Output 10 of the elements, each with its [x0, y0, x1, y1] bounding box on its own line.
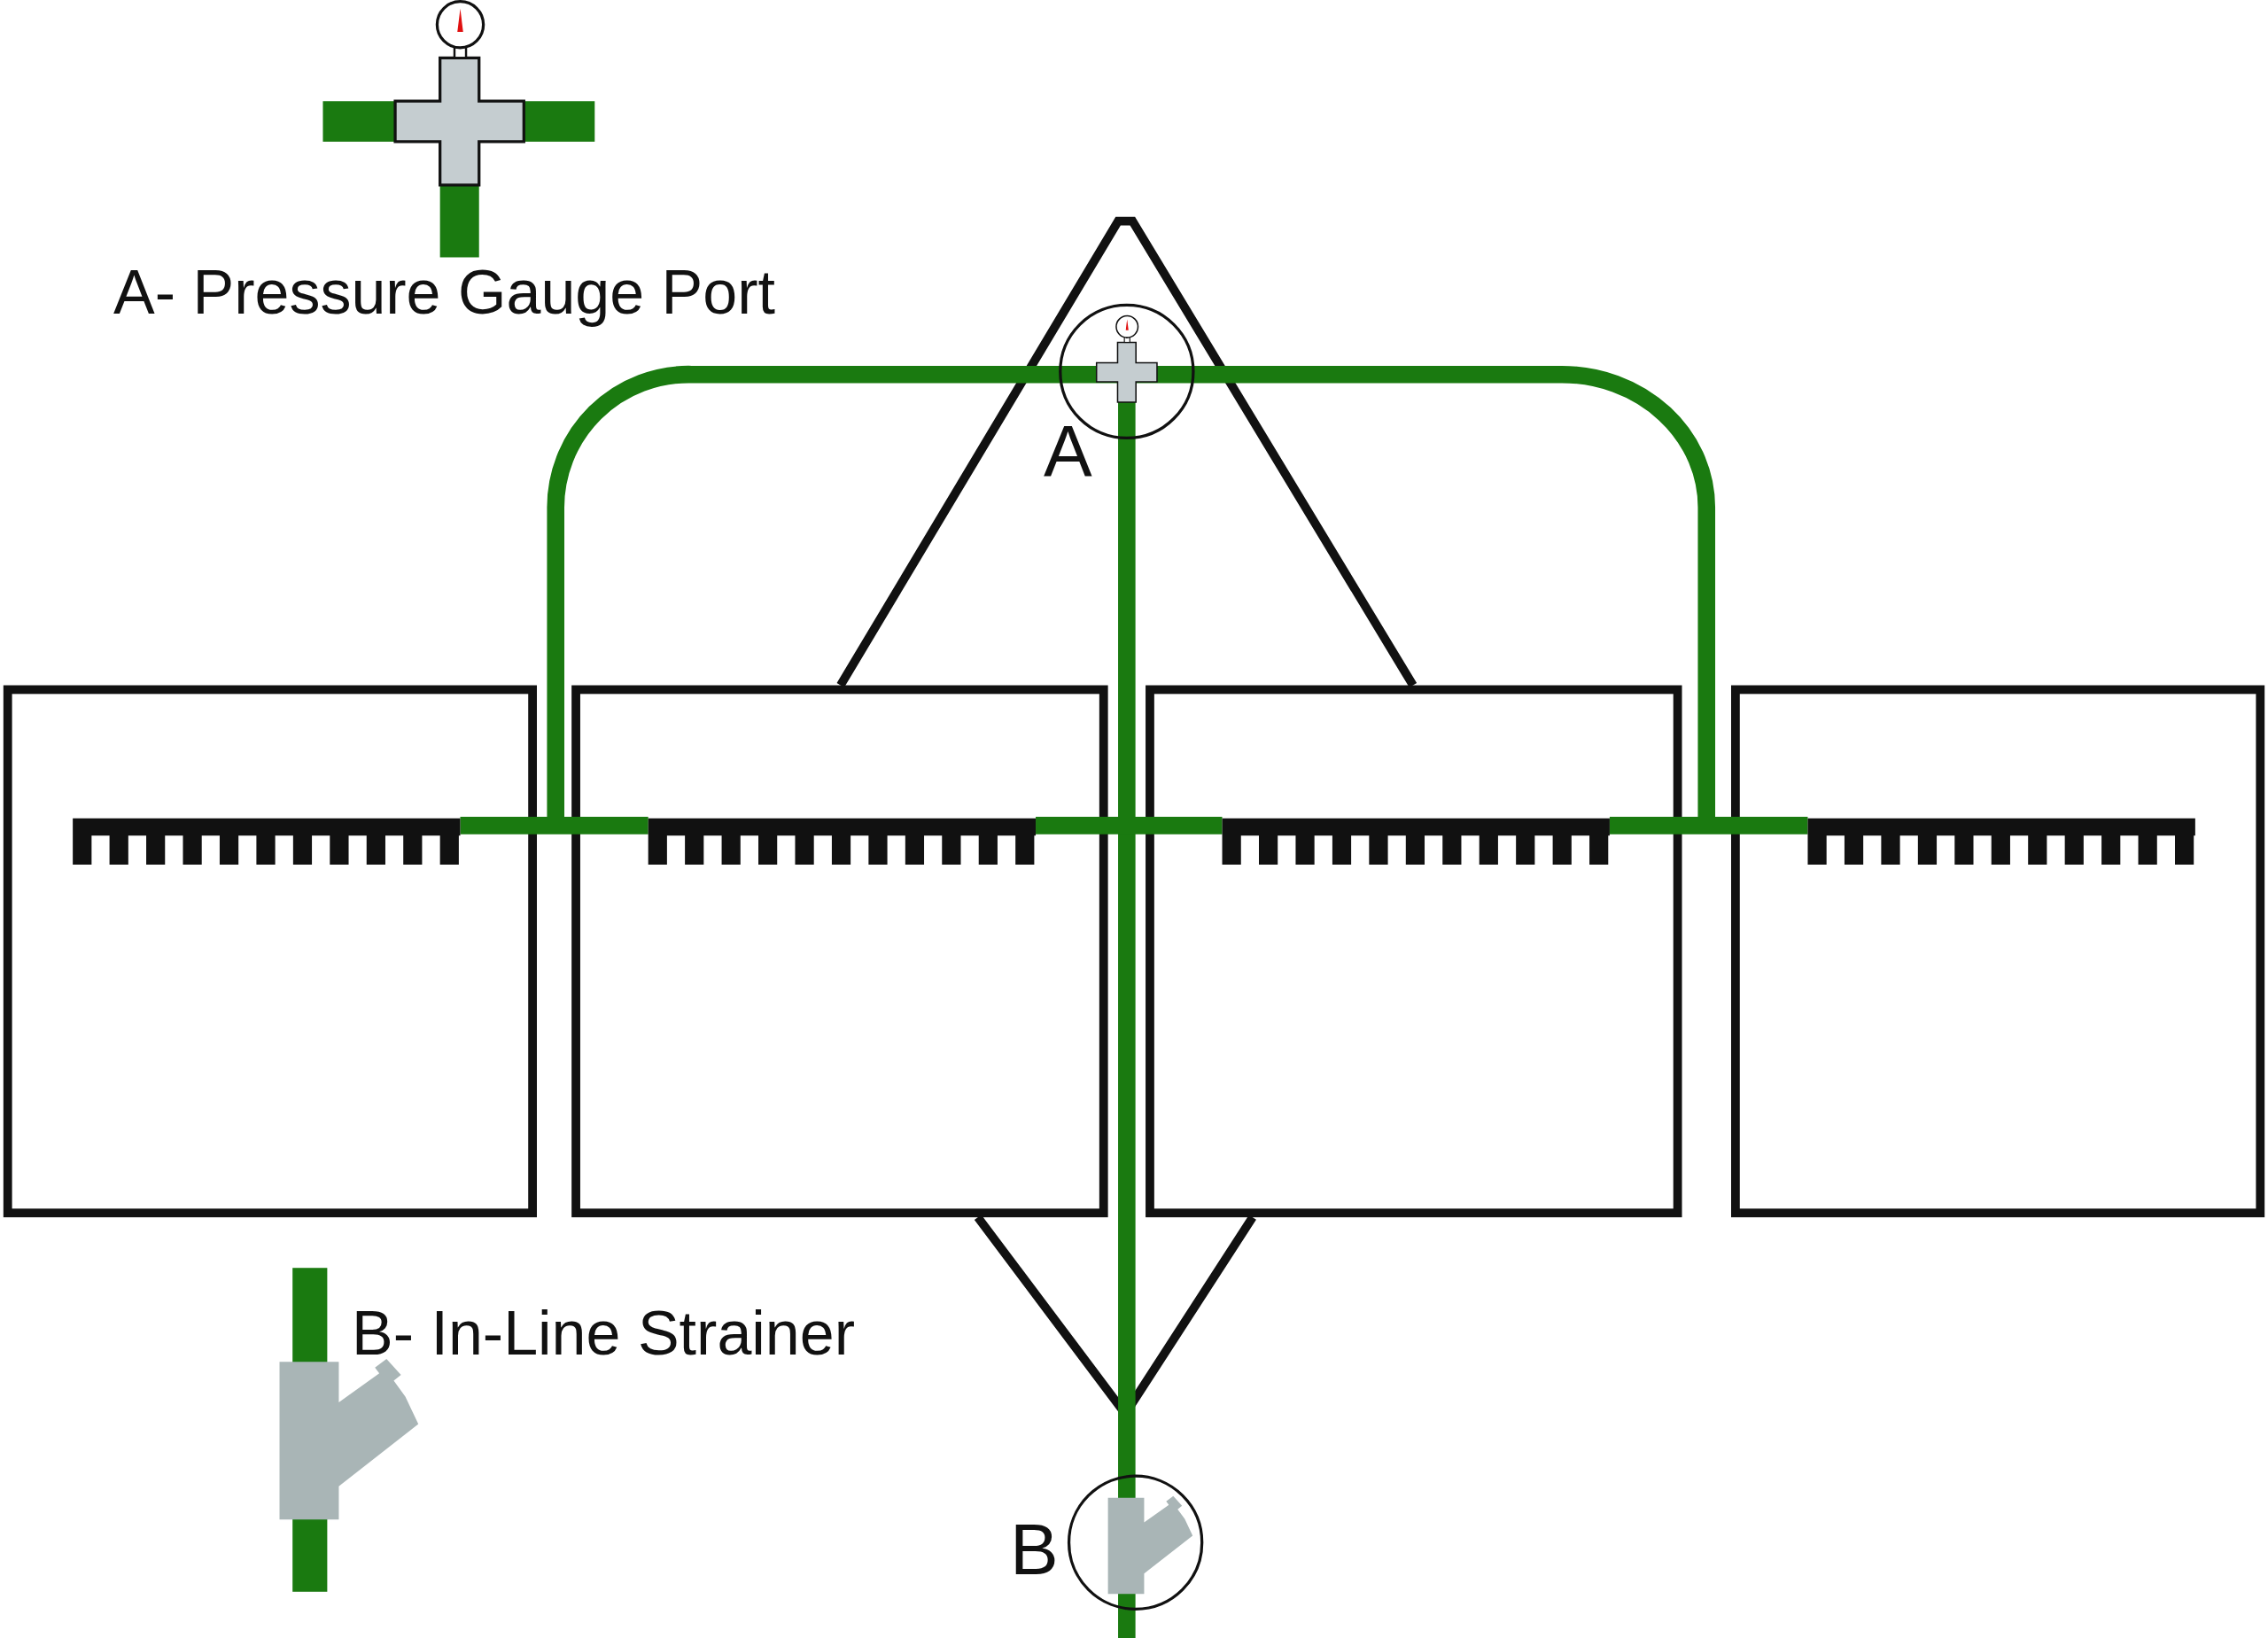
part-caption: B- In-Line Strainer [352, 1302, 856, 1364]
spray-nozzle-bar [648, 818, 1037, 865]
spray-nozzle-bar [1222, 818, 1610, 865]
detail-letter: A [1044, 415, 1092, 487]
boom-pipe [460, 817, 649, 835]
boom-pipe [1609, 817, 1808, 835]
spray-nozzle-bar [73, 818, 461, 865]
spray-nozzle-bar [1807, 818, 2195, 865]
detail-letter: B [1010, 1513, 1059, 1586]
boom-pipe [1036, 817, 1223, 835]
